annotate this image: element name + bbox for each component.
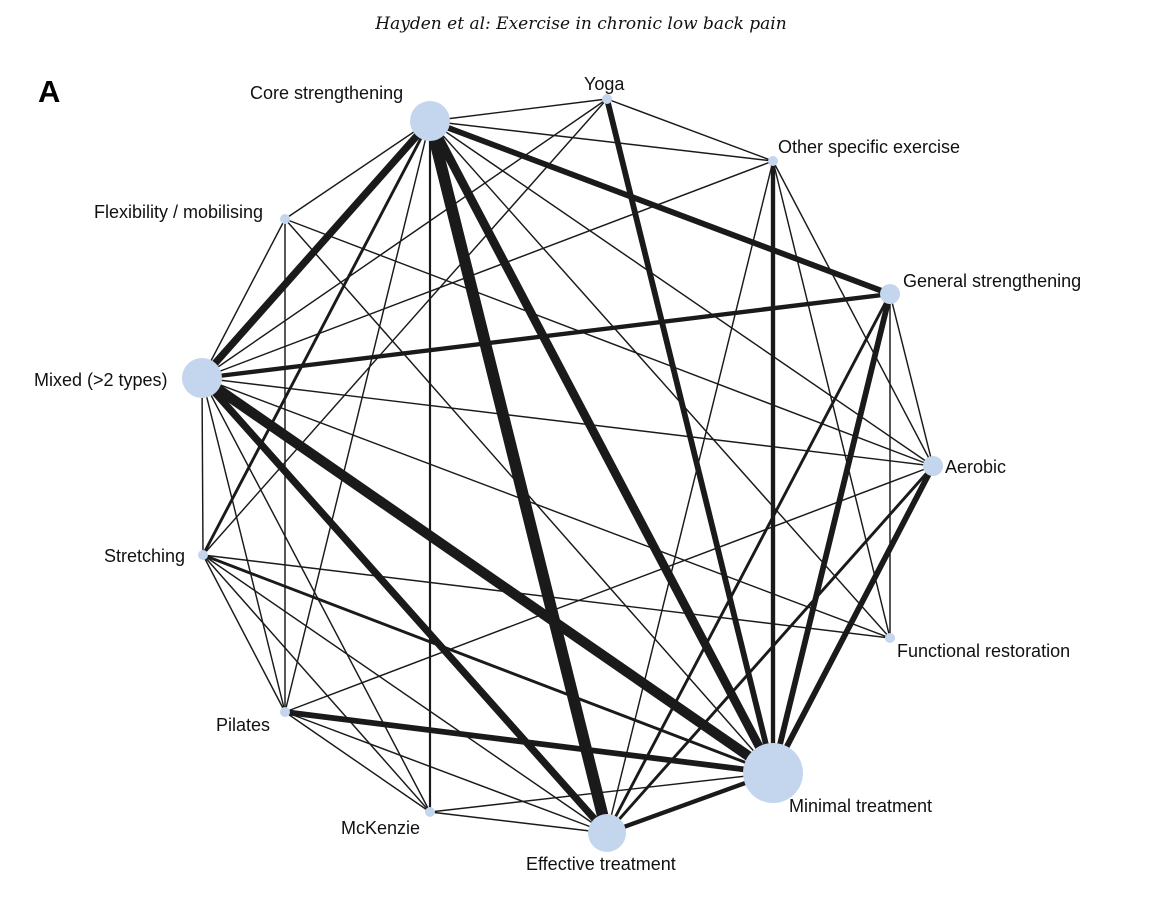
edge-core-minimal bbox=[426, 118, 777, 776]
panel-label: A bbox=[38, 74, 61, 109]
edge-yoga-other bbox=[606, 98, 774, 162]
edge-mixed-pilates bbox=[201, 377, 286, 713]
node-label-mckenzie: McKenzie bbox=[341, 818, 420, 838]
edge-mixed-aerobic bbox=[201, 377, 934, 467]
edge-aerobic-flex bbox=[284, 218, 934, 467]
node-label-pilates: Pilates bbox=[216, 715, 270, 735]
node-label-stretching: Stretching bbox=[104, 546, 185, 566]
node-mixed bbox=[182, 358, 222, 398]
node-label-functional: Functional restoration bbox=[897, 641, 1070, 661]
edge-core-stretching bbox=[201, 120, 432, 556]
edge-yoga-stretching bbox=[202, 98, 608, 556]
node-label-core: Core strengthening bbox=[250, 83, 403, 103]
node-minimal bbox=[743, 743, 803, 803]
nodes-layer bbox=[182, 94, 943, 852]
node-label-minimal: Minimal treatment bbox=[789, 796, 932, 816]
edge-aerobic-effective bbox=[605, 465, 935, 834]
node-label-flex: Flexibility / mobilising bbox=[94, 202, 263, 222]
edge-effective-pilates bbox=[284, 711, 608, 834]
node-label-aerobic: Aerobic bbox=[945, 457, 1006, 477]
edge-stretching-minimal bbox=[202, 553, 774, 775]
edge-general-minimal bbox=[770, 293, 893, 774]
edge-mixed-general bbox=[201, 291, 891, 381]
edge-yoga-minimal bbox=[604, 98, 776, 774]
edge-general-aerobic bbox=[889, 293, 934, 467]
edge-stretching-mckenzie bbox=[202, 554, 431, 813]
edge-aerobic-minimal bbox=[770, 464, 936, 775]
edge-mixed-yoga bbox=[201, 98, 608, 379]
node-label-effective: Effective treatment bbox=[526, 854, 676, 874]
edge-mckenzie-minimal bbox=[429, 772, 774, 813]
edge-mixed-minimal bbox=[199, 373, 776, 778]
edge-flex-minimal bbox=[284, 218, 774, 774]
edge-mixed-mckenzie bbox=[201, 377, 431, 813]
edge-other-functional bbox=[772, 160, 891, 639]
edge-core-pilates bbox=[284, 120, 431, 713]
node-aerobic bbox=[923, 456, 943, 476]
edge-mixed-functional bbox=[201, 377, 891, 639]
node-core bbox=[410, 101, 450, 141]
edge-pilates-mckenzie bbox=[284, 711, 431, 813]
edge-pilates-minimal bbox=[284, 709, 774, 776]
node-stretching bbox=[198, 550, 208, 560]
node-mckenzie bbox=[425, 807, 435, 817]
node-general bbox=[880, 284, 900, 304]
edge-core-other bbox=[429, 120, 774, 162]
edge-functional-stretching bbox=[202, 554, 891, 639]
node-effective bbox=[588, 814, 626, 852]
running-title: Hayden et al: Exercise in chronic low ba… bbox=[375, 14, 787, 34]
edge-effective-mckenzie bbox=[429, 811, 608, 834]
edge-core-mixed bbox=[199, 118, 433, 381]
edge-core-aerobic bbox=[429, 120, 934, 467]
edge-core-general bbox=[428, 118, 892, 297]
node-label-yoga: Yoga bbox=[584, 74, 625, 94]
edge-general-effective bbox=[605, 293, 892, 834]
edge-mixed-stretching bbox=[201, 377, 204, 556]
node-pilates bbox=[280, 707, 290, 717]
node-label-general: General strengthening bbox=[903, 271, 1081, 291]
node-functional bbox=[885, 633, 895, 643]
edge-mixed-flex bbox=[201, 218, 286, 379]
node-label-mixed: Mixed (>2 types) bbox=[34, 370, 168, 390]
edge-core-yoga bbox=[429, 98, 608, 122]
edge-mixed-effective bbox=[199, 375, 610, 836]
edges-layer bbox=[199, 98, 936, 836]
edge-pilates-stretching bbox=[202, 554, 286, 713]
node-label-other: Other specific exercise bbox=[778, 137, 960, 157]
edge-other-aerobic bbox=[772, 160, 934, 467]
edge-core-flex bbox=[284, 120, 431, 220]
node-flex bbox=[280, 214, 290, 224]
node-other bbox=[768, 156, 778, 166]
edge-core-functional bbox=[429, 120, 891, 639]
edge-mixed-other bbox=[201, 160, 774, 379]
node-yoga bbox=[602, 94, 612, 104]
edge-effective-stretching bbox=[202, 554, 608, 834]
edge-aerobic-pilates bbox=[284, 465, 934, 713]
edge-core-effective bbox=[424, 119, 613, 835]
